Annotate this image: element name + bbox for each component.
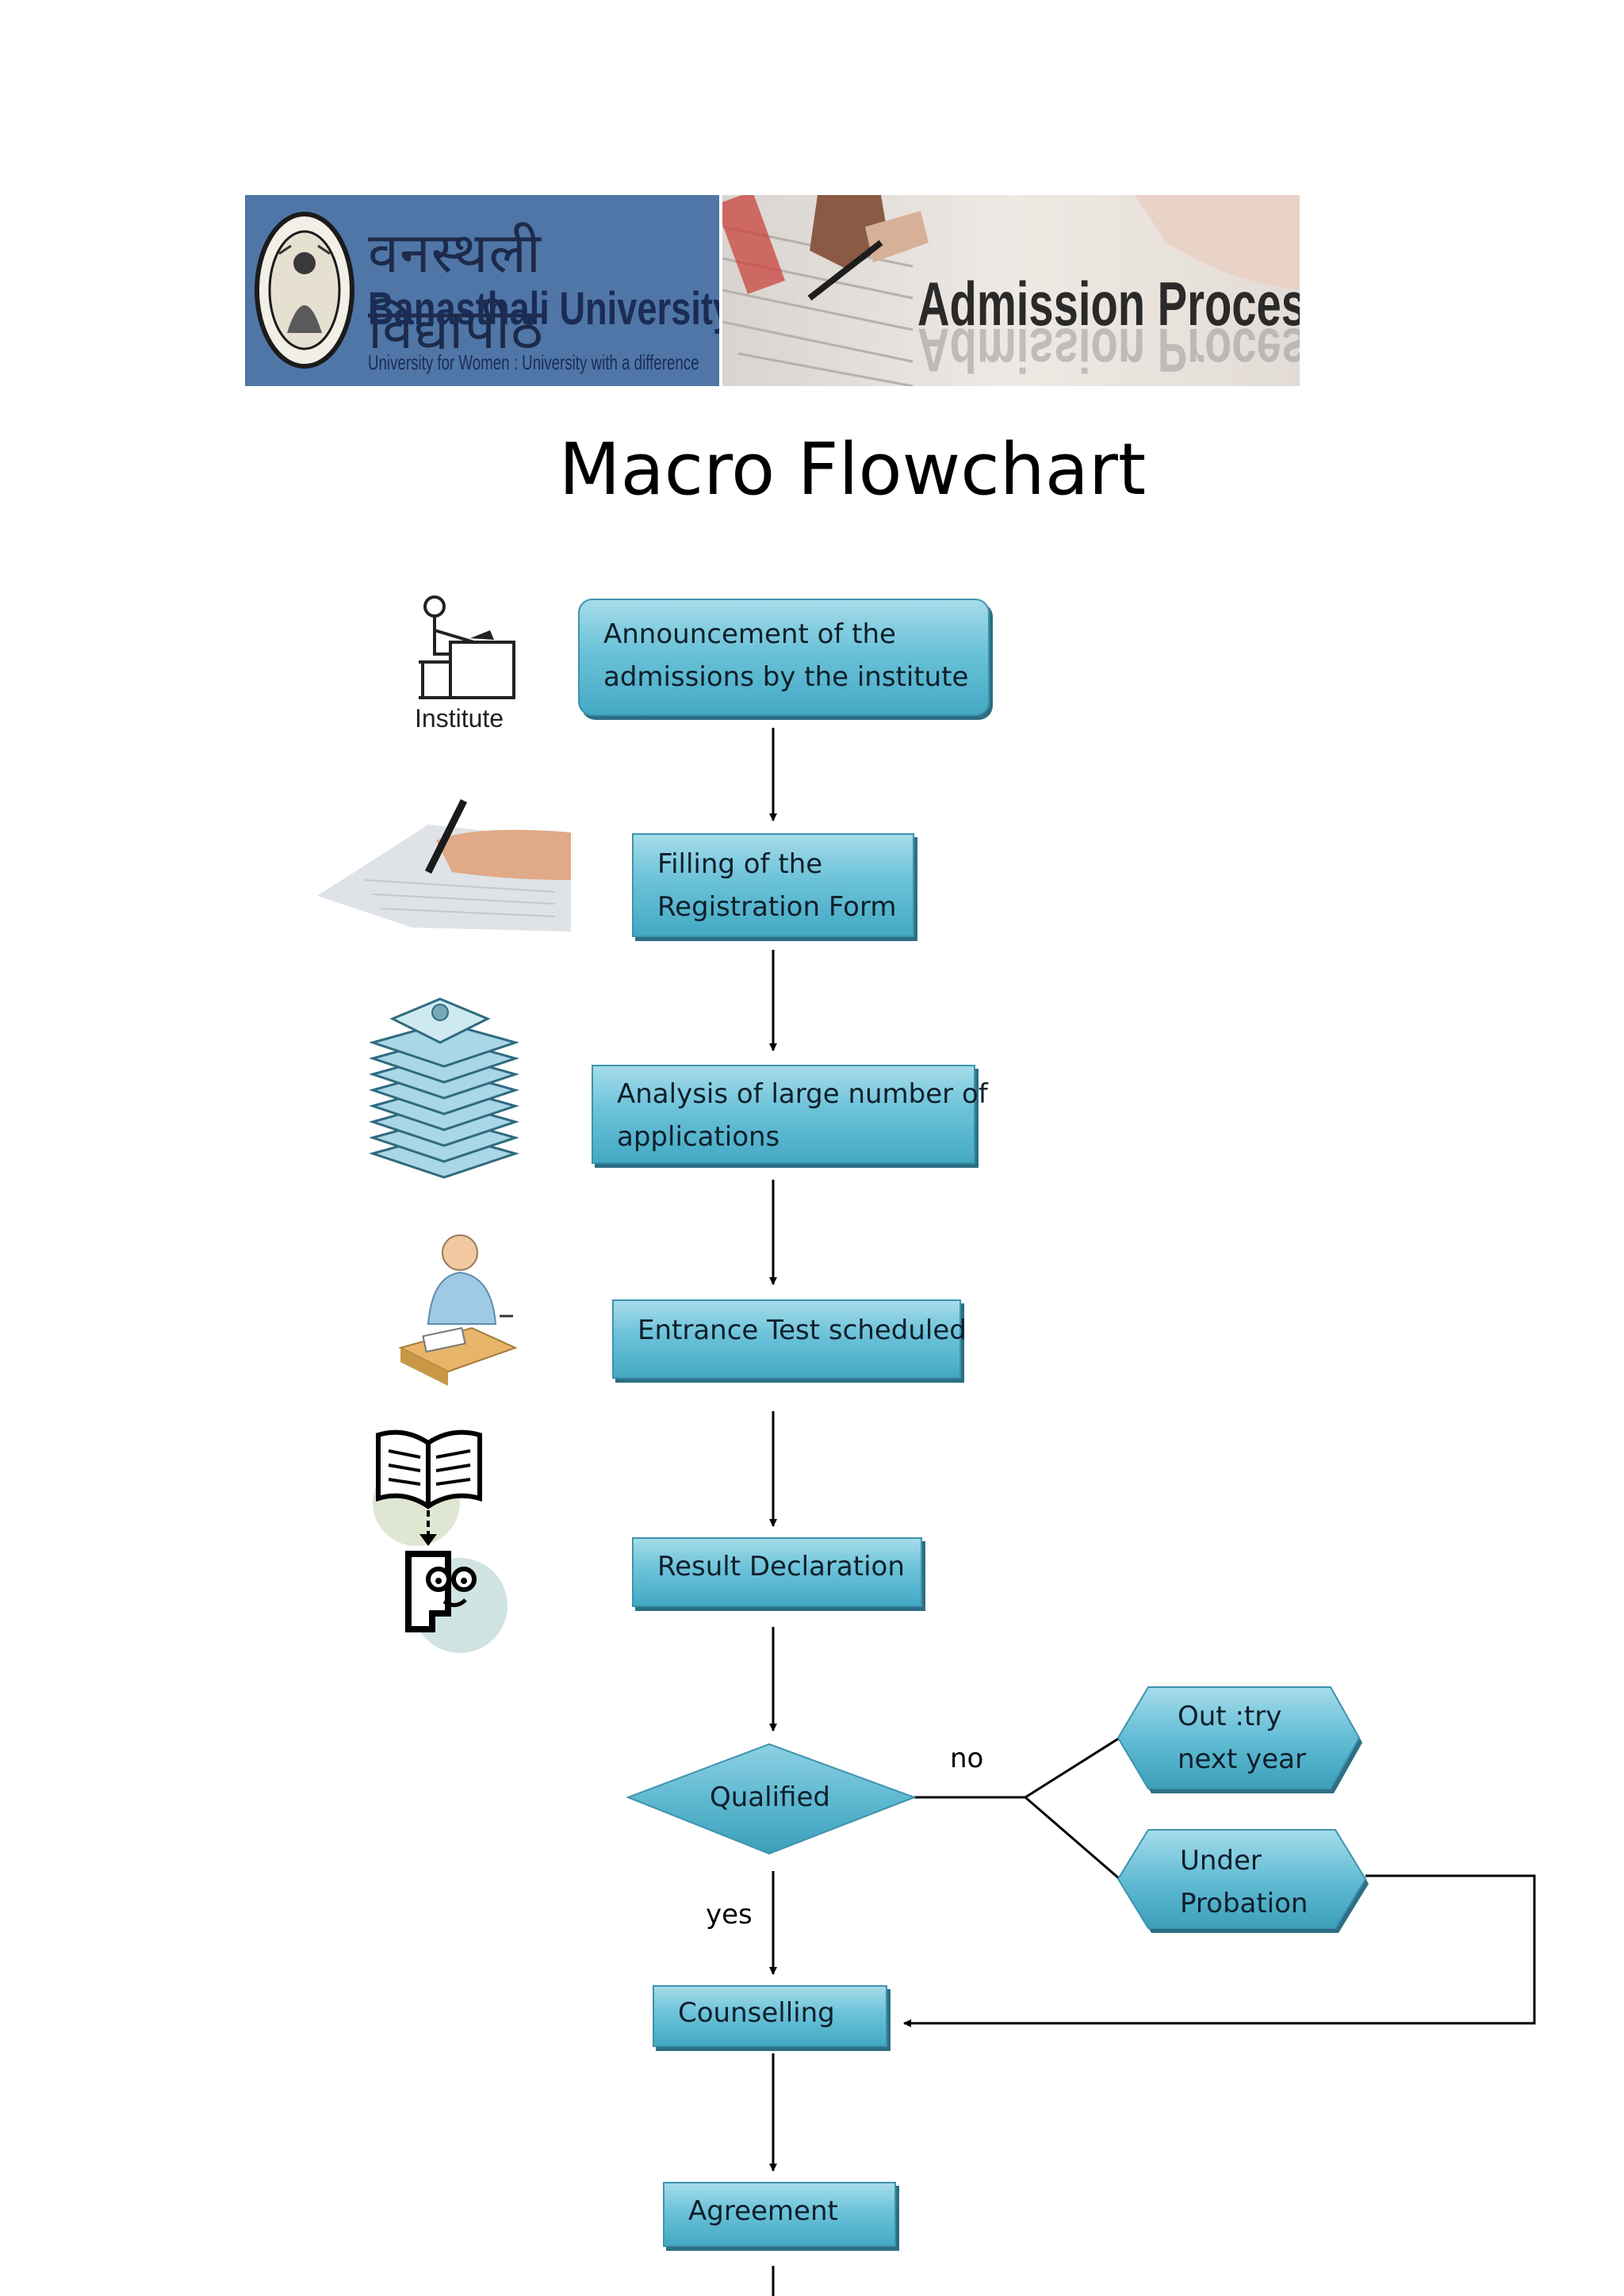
- step-agreement: Agreement: [663, 2182, 896, 2247]
- step-counselling: Counselling: [653, 1985, 887, 2047]
- institute-label: Institute: [415, 704, 504, 733]
- step-entrance-test: Entrance Test scheduled: [612, 1299, 967, 1379]
- banner-tagline: University for Women : University with a…: [368, 350, 699, 374]
- book-reader-icon: [373, 1429, 508, 1653]
- yes-label: yes: [706, 1899, 753, 1931]
- banner-section-title: Admission Process: [917, 269, 1300, 339]
- person-at-desk-icon: [398, 1234, 518, 1386]
- institute-desk-icon: [419, 595, 515, 699]
- step-announcement: Announcement of the admissions by the in…: [578, 599, 990, 716]
- step-analysis: Analysis of large number of applications: [592, 1065, 988, 1164]
- probation-line1: Under: [1180, 1845, 1262, 1877]
- step-result-declaration: Result Declaration: [632, 1537, 922, 1607]
- decision-label: Qualified: [710, 1781, 830, 1813]
- out-line1: Out :try: [1178, 1701, 1282, 1732]
- no-to-out-line: [1025, 1736, 1120, 1799]
- university-banner: वनस्थली विद्यापीठ Banasthali University …: [245, 195, 719, 386]
- no-label: no: [950, 1743, 984, 1774]
- banner-university-name: Banasthali University: [368, 283, 719, 335]
- qualified-diamond: [626, 1743, 917, 1855]
- no-to-probation-line: [1025, 1796, 1120, 1881]
- step-agreement-label: Agreement: [688, 2195, 838, 2227]
- probation-hexagon: [1116, 1829, 1367, 1929]
- step-analysis-line1: Analysis of large number of: [617, 1078, 988, 1110]
- step-registration-form: Filling of the Registration Form: [632, 833, 914, 937]
- step-analysis-line2: applications: [617, 1121, 780, 1153]
- step-result-label: Result Declaration: [657, 1551, 905, 1582]
- step-announcement-line1: Announcement of the: [603, 618, 896, 650]
- university-seal-icon: [255, 212, 354, 369]
- step-counselling-label: Counselling: [678, 1997, 835, 2029]
- out-hexagon: [1116, 1686, 1361, 1789]
- admission-banner: Admission Process Admission Process: [722, 195, 1300, 386]
- probation-line2: Probation: [1180, 1888, 1308, 1919]
- application-form-pen-icon: [722, 195, 1300, 386]
- banner-hindi-name: वनस्थली विद्यापीठ: [368, 220, 544, 362]
- step-announcement-line2: admissions by the institute: [603, 661, 969, 693]
- step-registration-line2: Registration Form: [657, 891, 897, 923]
- out-line2: next year: [1178, 1743, 1306, 1775]
- hand-writing-icon: [317, 798, 571, 932]
- step-registration-line1: Filling of the: [657, 848, 823, 880]
- document-stack-icon: [369, 997, 519, 1179]
- probation-to-counselling-line: [903, 1874, 1536, 2027]
- page-title: Macro Flowchart: [558, 428, 1147, 511]
- step-entrance-test-label: Entrance Test scheduled: [638, 1314, 967, 1346]
